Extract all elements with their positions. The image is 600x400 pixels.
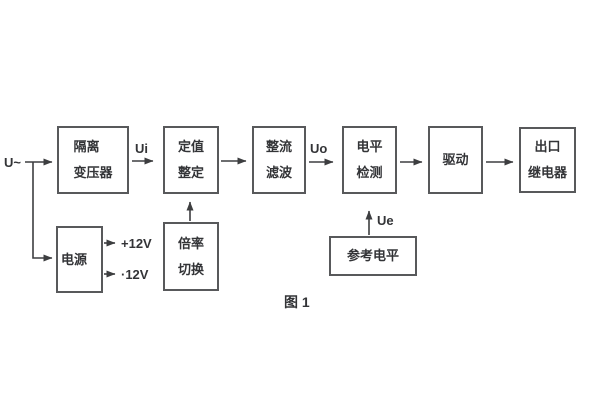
block-power-supply: 电源: [56, 226, 103, 293]
label-rail-negative: ·12V: [121, 267, 149, 282]
figure-caption: 图 1: [284, 294, 310, 310]
block-text-line: 整流: [265, 139, 292, 154]
wire-input-to-power: [32, 162, 53, 262]
block-reference-level: 参考电平: [329, 236, 417, 276]
block-text-line: 倍率: [177, 235, 204, 251]
block-text-line: 检测: [356, 165, 383, 180]
block-output-relay: 出口 继电器: [519, 127, 576, 193]
block-text-line: 驱动: [442, 152, 469, 167]
block-setting-adjustment: 定值 整定: [163, 126, 219, 194]
block-text-line: 滤波: [265, 165, 292, 180]
label-ui: Ui: [135, 141, 148, 156]
block-ratio-switch: 倍率 切换: [163, 222, 219, 291]
label-rail-positive: +12V: [121, 236, 152, 251]
block-text-line: 参考电平: [346, 248, 399, 263]
block-text-line: 隔离: [73, 139, 100, 154]
block-text-line: 电平: [356, 139, 383, 154]
block-text-line: 变压器: [73, 165, 113, 180]
block-text-line: 定值: [177, 139, 204, 154]
block-rectifier-filter: 整流 滤波: [252, 126, 306, 194]
block-level-detector: 电平 检测: [342, 126, 397, 194]
label-input-voltage: U~: [4, 155, 21, 170]
block-text-line: 电源: [61, 251, 88, 267]
block-text-line: 出口: [534, 139, 561, 154]
block-isolation-transformer: 隔离 变压器: [57, 126, 129, 194]
label-uo: Uo: [310, 141, 328, 156]
label-ue: Ue: [377, 213, 394, 228]
block-text-line: 整定: [177, 165, 204, 180]
block-text-line: 继电器: [527, 165, 567, 180]
block-text-line: 切换: [177, 261, 204, 277]
block-driver: 驱动: [428, 126, 483, 194]
